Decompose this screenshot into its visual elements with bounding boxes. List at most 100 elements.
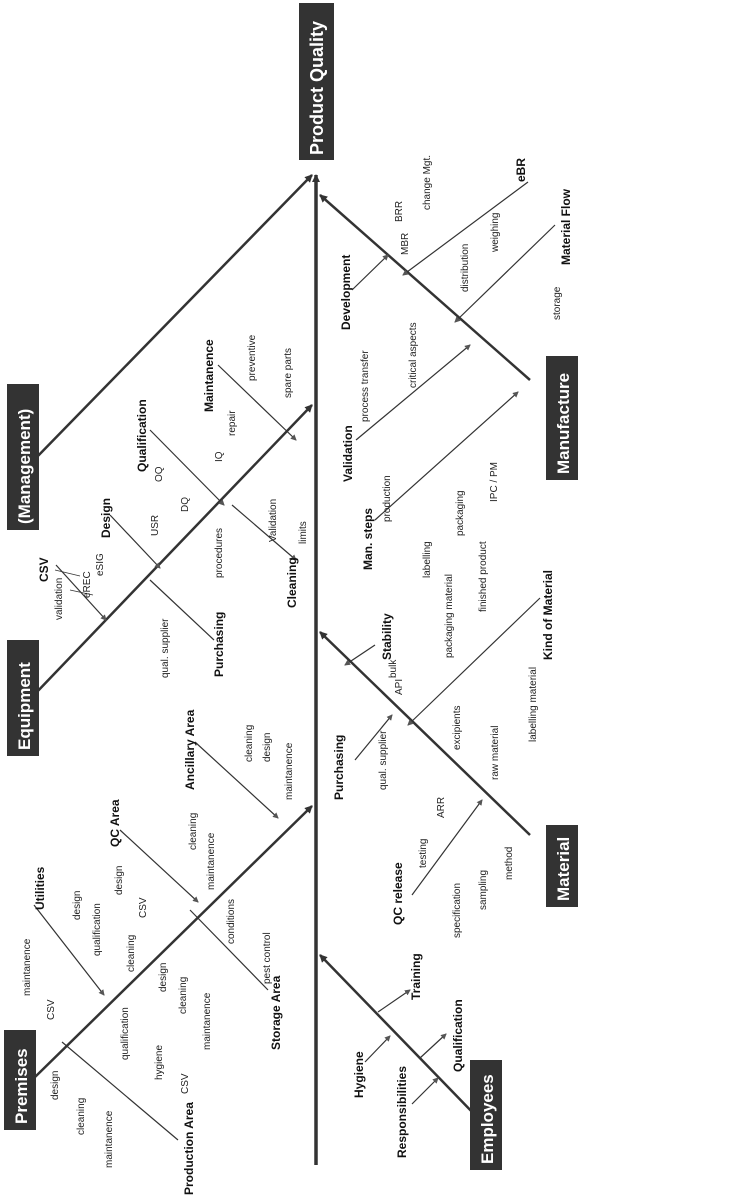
cause-kind-of-material: Kind of Material xyxy=(541,570,555,660)
cause-label: qualification xyxy=(92,903,103,956)
cause-label: BRR xyxy=(394,201,405,222)
cause-label: MBR xyxy=(400,233,411,255)
cause-label: Material xyxy=(554,837,573,901)
sub-bone xyxy=(217,364,297,441)
sub-bone xyxy=(69,589,94,596)
cause-label: pest control xyxy=(262,932,273,984)
cause-label: design xyxy=(158,963,169,992)
cause-label: IPC / PM xyxy=(489,462,500,502)
cause-label: IQ xyxy=(214,451,225,462)
cause-label: qual. supplier xyxy=(160,618,171,678)
cause-label: CSV xyxy=(46,999,57,1020)
cause-label: maintanence xyxy=(22,938,33,996)
cause-label: ARR xyxy=(436,797,447,818)
sub-bone xyxy=(351,254,389,291)
cause-label: maintanence xyxy=(284,742,295,800)
cause-label: qual. supplier xyxy=(378,730,389,790)
cause-ebr: eBR xyxy=(514,158,528,182)
sub-bone xyxy=(149,579,215,641)
cause-label: Validation xyxy=(268,499,279,542)
cause-label: Employees xyxy=(478,1074,497,1164)
category-management: (Management) xyxy=(7,384,39,530)
cause-label: procedures xyxy=(214,528,225,578)
cause-development: Development xyxy=(339,255,353,330)
cause-label: design xyxy=(262,733,273,762)
cause-label: excipients xyxy=(452,706,463,750)
cause-label: Manufacture xyxy=(554,373,573,474)
cause-validation: Validation xyxy=(341,425,355,482)
cause-label: raw material xyxy=(490,726,501,780)
cause-qualification: Qualification xyxy=(135,399,149,472)
sub-bone xyxy=(189,909,269,991)
cause-label: production xyxy=(382,475,393,522)
cause-label: API xyxy=(394,679,405,695)
cause-label: spare parts xyxy=(283,348,294,398)
cause-label: cleaning xyxy=(178,977,189,1014)
cause-label: DQ xyxy=(180,497,191,512)
sub-bone xyxy=(194,741,279,819)
cause-label: eSIG xyxy=(95,553,106,576)
cause-label: method xyxy=(504,847,515,880)
cause-responsibilities: Responsibilities xyxy=(395,1066,409,1158)
cause-label: change Mgt. xyxy=(422,155,433,210)
cause-label: bulk xyxy=(388,659,399,678)
cause-label: storage xyxy=(552,286,563,320)
sub-bone xyxy=(109,514,161,569)
cause-label: cleaning xyxy=(126,935,137,972)
cause-label: cleaning xyxy=(244,725,255,762)
cause-qc-area: QC Area xyxy=(108,799,122,847)
sub-bone xyxy=(364,1035,391,1063)
cause-label: CSV xyxy=(180,1073,191,1094)
cause-label: Premises xyxy=(12,1048,31,1124)
cause-label: conditions xyxy=(226,899,237,944)
cause-label: (Management) xyxy=(15,409,34,524)
cause-label: validation xyxy=(54,578,65,620)
rib-management xyxy=(33,174,313,461)
category-employees: Employees xyxy=(470,1060,502,1170)
cause-label: weighing xyxy=(490,213,501,253)
rib-manufacture xyxy=(319,194,531,381)
sub-bone xyxy=(33,904,105,996)
cause-label: cleaning xyxy=(188,813,199,850)
cause-label: USR xyxy=(150,515,161,536)
cause-man-steps: Man. steps xyxy=(361,508,375,570)
cause-label: eREC xyxy=(82,571,93,598)
cause-ancillary-area: Ancillary Area xyxy=(183,709,197,790)
sub-bone xyxy=(411,1077,439,1105)
sub-bone xyxy=(54,569,81,577)
cause-label: preventive xyxy=(247,334,258,381)
sub-bone xyxy=(119,829,199,903)
rib-employees xyxy=(319,954,479,1119)
cause-material-flow: Material Flow xyxy=(559,188,573,265)
cause-label: packaging material xyxy=(444,574,455,658)
equipment-causes: CSV validation eREC eSIG Design USR Qual… xyxy=(37,334,309,678)
sub-bone xyxy=(149,429,225,506)
cause-label: limits xyxy=(298,521,309,544)
cause-label: design xyxy=(72,891,83,920)
cause-mat-purchasing: Purchasing xyxy=(332,735,346,800)
cause-label: maintanence xyxy=(206,832,217,890)
sub-bone xyxy=(407,597,541,726)
cause-cleaning: Cleaning xyxy=(285,557,299,608)
sub-bone xyxy=(354,714,393,761)
sub-bone xyxy=(344,644,376,666)
employees-causes: Hygiene Training Responsibilities Qualif… xyxy=(352,953,465,1158)
cause-label: critical aspects xyxy=(408,322,419,388)
material-causes: Stability bulk API Kind of Material exci… xyxy=(332,541,555,938)
sub-bone xyxy=(402,181,529,276)
sub-bone xyxy=(454,224,556,323)
cause-label: sampling xyxy=(478,870,489,910)
category-premises: Premises xyxy=(4,1030,36,1130)
sub-bone xyxy=(419,1033,447,1059)
rib-material xyxy=(319,631,531,836)
category-manufacture: Manufacture xyxy=(546,356,578,480)
cause-label: cleaning xyxy=(76,1098,87,1135)
cause-label: maintanence xyxy=(104,1110,115,1168)
sub-bone xyxy=(231,504,297,561)
cause-training: Training xyxy=(409,953,423,1000)
cause-label: CSV xyxy=(138,897,149,918)
cause-purchasing: Purchasing xyxy=(212,612,226,677)
cause-label: design xyxy=(50,1071,61,1100)
cause-label: design xyxy=(114,866,125,895)
